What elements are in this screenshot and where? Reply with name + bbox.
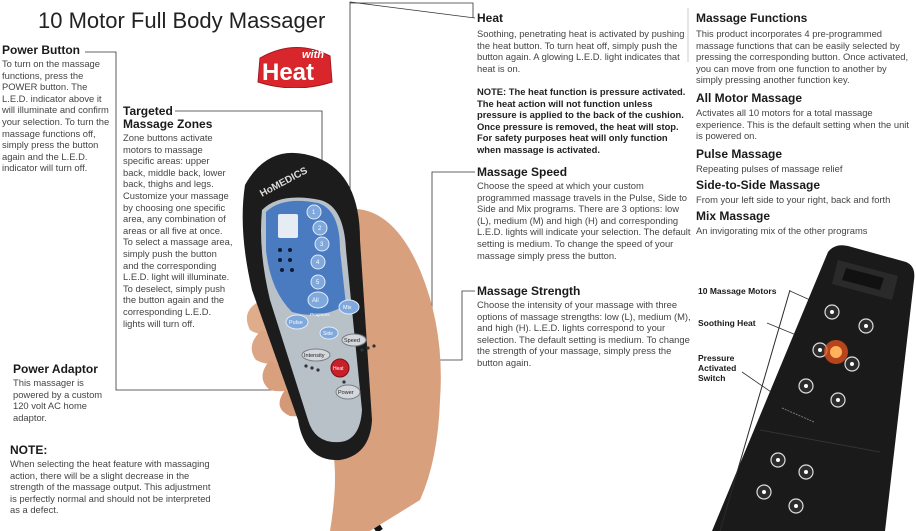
mix-button — [338, 299, 360, 315]
power-adaptor-body: This massager is powered by a custom 120… — [13, 377, 103, 423]
functions-heading: Massage Functions — [696, 11, 808, 25]
side-button — [319, 326, 339, 340]
power-adaptor-heading: Power Adaptor — [13, 362, 98, 376]
speed-button — [341, 333, 367, 347]
zone-1: 1 — [312, 210, 316, 216]
mat-label-motors: 10 Massage Motors — [698, 286, 777, 296]
all-motor-body: Activates all 10 motors for a total mass… — [696, 107, 909, 142]
side-label: Side — [323, 331, 333, 337]
note-heading: NOTE: — [10, 443, 48, 457]
pulse-button — [285, 314, 309, 330]
leader-motors — [789, 290, 829, 309]
mat-label-switch-1: Pressure — [698, 353, 735, 363]
mat-seam — [759, 429, 881, 453]
intensity-label: Intensity — [304, 353, 325, 359]
heat-label: Heat — [333, 366, 344, 372]
programs-label: Programs — [310, 312, 330, 317]
heat-glow-core — [830, 346, 842, 358]
badge-big-text: Heat — [262, 59, 314, 86]
intensity-button — [301, 348, 331, 362]
strength-body: Choose the intensity of your massage wit… — [477, 299, 691, 368]
all-motor-heading: All Motor Massage — [696, 91, 803, 105]
zone-5: 5 — [316, 280, 320, 286]
all-button — [307, 291, 329, 309]
speed-label: Speed — [344, 338, 360, 344]
power-label: Power — [338, 390, 354, 396]
motor-centers — [762, 310, 868, 508]
mix-heading: Mix Massage — [696, 209, 771, 223]
hand — [246, 208, 441, 531]
speed-body: Choose the speed at which your custom pr… — [477, 180, 691, 261]
page-title: 10 Motor Full Body Massager — [38, 8, 326, 33]
heat-note: NOTE: The heat function is pressure acti… — [477, 86, 686, 155]
led-grid — [278, 214, 298, 272]
targeted-body: Zone buttons activate motors to massage … — [123, 132, 233, 329]
mix-label: Mix — [343, 305, 352, 311]
massage-mat — [712, 245, 915, 531]
heat-body: Soothing, penetrating heat is activated … — [477, 28, 685, 74]
zone-4: 4 — [316, 260, 320, 266]
leader-heat-top — [349, 1, 476, 353]
mat-seam-edge — [719, 289, 791, 531]
remote-brand: HoMEDICS — [258, 165, 310, 199]
heat-button — [330, 358, 350, 378]
with-heat-badge: with Heat — [257, 47, 333, 88]
leader-speed — [368, 171, 475, 343]
note-body: When selecting the heat feature with mas… — [10, 458, 211, 516]
zone-3: 3 — [320, 242, 324, 248]
remote-cord — [341, 429, 383, 531]
mix-body: An invigorating mix of the other program… — [696, 225, 868, 236]
speed-heading: Massage Speed — [477, 165, 568, 179]
functions-body: This product incorporates 4 pre-programm… — [696, 28, 909, 86]
power-button — [335, 384, 361, 400]
mat-label-switch-2: Activated — [698, 363, 736, 373]
zone-buttons — [306, 204, 330, 290]
power-button-heading: Power Button — [2, 43, 80, 57]
zone-2: 2 — [318, 226, 322, 232]
strength-heading: Massage Strength — [477, 284, 581, 298]
leader-switch — [741, 371, 801, 413]
motor-nodes — [756, 304, 874, 514]
pulse-label: Pulse — [289, 320, 303, 326]
leader-strength — [372, 290, 475, 361]
mat-label-heat: Soothing Heat — [698, 318, 756, 328]
side-body: From your left side to your right, back … — [696, 194, 891, 205]
leader-heat-box — [350, 2, 474, 18]
side-heading: Side-to-Side Massage — [696, 178, 821, 192]
small-leds — [304, 344, 376, 384]
pressure-switch — [781, 407, 815, 423]
heat-glow — [824, 340, 848, 364]
leader-heat-mat — [766, 322, 824, 347]
pulse-heading: Pulse Massage — [696, 147, 783, 161]
all-label: All — [312, 298, 319, 304]
mat-label-switch-3: Switch — [698, 373, 725, 383]
power-button-body: To turn on the massage functions, press … — [2, 58, 110, 174]
remote-control: HoMEDICS 1 2 3 4 5 All Pulse Mix Program… — [242, 152, 376, 461]
heat-heading: Heat — [477, 11, 504, 25]
targeted-heading-2: Massage Zones — [123, 117, 213, 131]
pulse-body: Repeating pulses of massage relief — [696, 163, 843, 174]
